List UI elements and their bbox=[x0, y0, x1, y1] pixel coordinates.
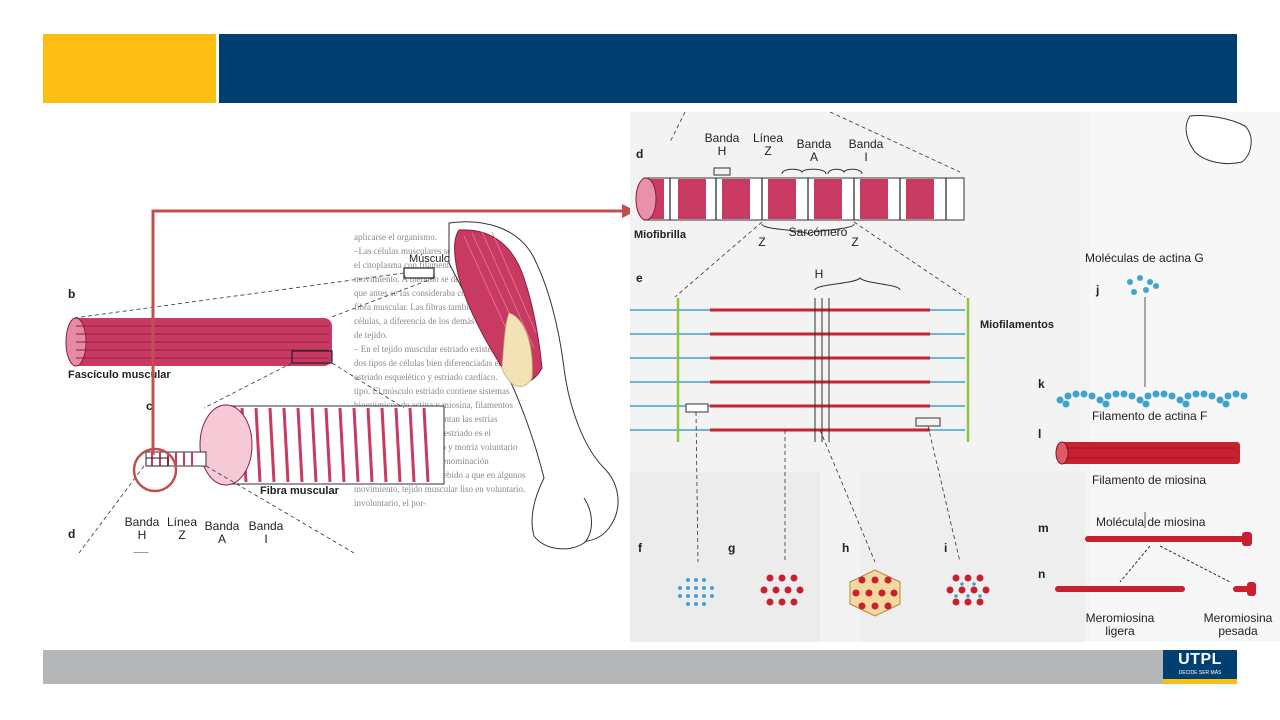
highlight-circle bbox=[132, 447, 178, 493]
cross-section-i bbox=[946, 574, 990, 606]
label-banda-i-right: Banda I bbox=[848, 137, 884, 164]
label-sarcomero: Sarcómero bbox=[788, 225, 848, 239]
label-musculo: Músculo bbox=[409, 253, 450, 265]
label-meromiosina-pesada: Meromiosina pesada bbox=[1203, 611, 1273, 638]
label-g: g bbox=[728, 541, 736, 555]
label-k: k bbox=[1038, 377, 1045, 391]
label-linea-z-right: Línea Z bbox=[752, 131, 784, 158]
label-miosina-mol: Molécula de miosina bbox=[1096, 515, 1206, 529]
header-bar bbox=[219, 34, 1237, 103]
cross-section-g bbox=[760, 574, 804, 606]
label-h-zone: H bbox=[814, 267, 824, 281]
utpl-logo: UTPL DECIDE SER MÁS bbox=[1163, 650, 1237, 684]
cross-section-h bbox=[849, 569, 901, 617]
label-l: l bbox=[1038, 427, 1042, 441]
label-banda-h-left: Banda H bbox=[124, 515, 160, 542]
label-linea-z-left: Línea Z bbox=[166, 515, 198, 542]
left-figure: aplicarse el organismo. –Las células mus… bbox=[64, 218, 624, 553]
label-j: j bbox=[1096, 283, 1100, 297]
label-banda-a-left: Banda A bbox=[204, 519, 240, 546]
label-c: c bbox=[146, 399, 153, 413]
label-d-left: d bbox=[68, 527, 76, 541]
myosin-filament bbox=[1055, 441, 1240, 465]
actina-g-molecules bbox=[1127, 275, 1159, 295]
label-m: m bbox=[1038, 521, 1049, 535]
actina-f-filament bbox=[1056, 390, 1248, 408]
label-z-left: Z bbox=[758, 235, 766, 249]
label-banda-h-right: Banda H bbox=[704, 131, 740, 158]
footer-bar bbox=[43, 650, 1237, 684]
label-miofibrilla: Miofibrilla bbox=[634, 229, 686, 241]
sarcomere-filaments bbox=[630, 277, 970, 442]
right-figure-art bbox=[630, 112, 1280, 642]
label-fasciculo: Fascículo muscular bbox=[68, 369, 171, 381]
utpl-logo-text: UTPL bbox=[1178, 651, 1222, 668]
label-d-right: d bbox=[636, 147, 644, 161]
label-n: n bbox=[1038, 567, 1046, 581]
label-h-panel: h bbox=[842, 541, 850, 555]
miofibrilla-cylinder bbox=[635, 167, 965, 236]
label-miosina-fil: Filamento de miosina bbox=[1092, 473, 1207, 487]
label-actina-g: Moléculas de actina G bbox=[1085, 251, 1204, 265]
label-miofilamentos: Miofilamentos bbox=[980, 319, 1054, 331]
arm-hand bbox=[531, 477, 592, 550]
right-figure: d Banda H Línea Z Banda A Banda I Miofib… bbox=[630, 112, 1280, 642]
arm-tendon bbox=[501, 312, 533, 388]
label-f: f bbox=[638, 541, 642, 555]
label-actina-f: Filamento de actina F bbox=[1092, 409, 1208, 423]
label-z-right: Z bbox=[851, 235, 859, 249]
myosin-molecule bbox=[1055, 532, 1256, 596]
utpl-logo-tagline: DECIDE SER MÁS bbox=[1178, 670, 1222, 676]
fibra-cylinder bbox=[145, 404, 445, 486]
label-meromiosina-ligera: Meromiosina ligera bbox=[1085, 611, 1155, 638]
label-b: b bbox=[68, 287, 76, 301]
label-fibra: Fibra muscular bbox=[260, 485, 339, 497]
cross-section-f bbox=[678, 578, 714, 606]
fist-sketch bbox=[1185, 115, 1252, 165]
label-i: i bbox=[944, 541, 948, 555]
header-accent-block bbox=[43, 34, 216, 103]
label-e: e bbox=[636, 271, 643, 285]
label-banda-a-right: Banda A bbox=[796, 137, 832, 164]
label-banda-i-left: Banda I bbox=[248, 519, 284, 546]
left-figure-art bbox=[65, 221, 619, 553]
